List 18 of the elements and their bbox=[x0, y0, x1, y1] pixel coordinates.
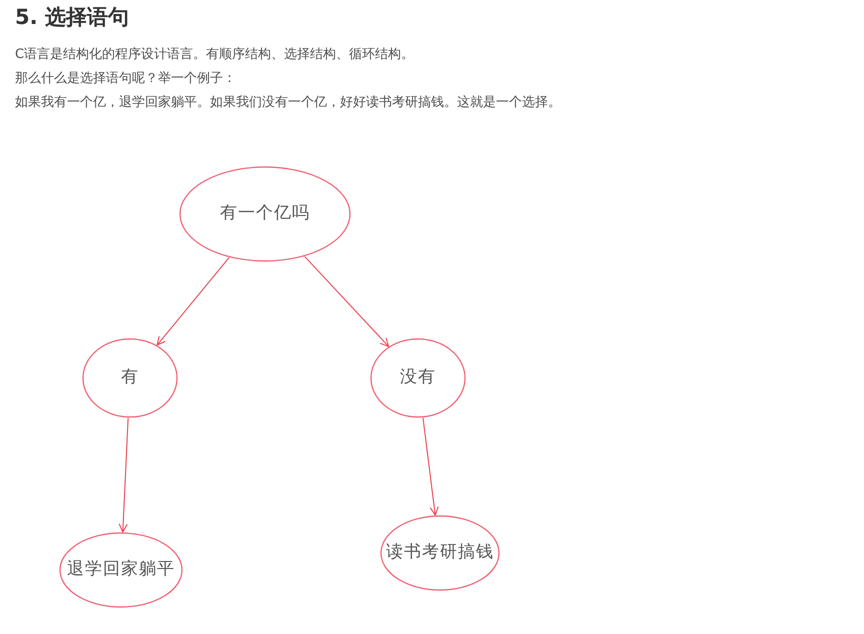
arrow bbox=[156, 257, 230, 346]
node-label: 读书考研搞钱 bbox=[386, 541, 494, 564]
node-label: 退学回家躺平 bbox=[67, 558, 175, 582]
node-label: 没有 bbox=[400, 366, 436, 390]
ellipse-node bbox=[59, 532, 183, 608]
ellipse-node bbox=[82, 338, 178, 418]
ellipse-node bbox=[370, 338, 466, 418]
arrow bbox=[118, 417, 129, 533]
paragraph: 如果我有一个亿，退学回家躺平。如果我们没有一个亿，好好读书考研搞钱。这就是一个选择。 bbox=[15, 94, 561, 112]
ellipse-node bbox=[380, 515, 500, 591]
node-label: 有 bbox=[121, 366, 139, 390]
arrow bbox=[422, 417, 439, 516]
paragraph: 那么什么是选择语句呢？举一个例子： bbox=[15, 70, 237, 88]
arrow bbox=[304, 256, 390, 347]
node-label: 有一个亿吗 bbox=[220, 202, 310, 226]
paragraph: C语言是结构化的程序设计语言。有顺序结构、选择结构、循环结构。 bbox=[15, 46, 416, 64]
heading: 5. 选择语句 bbox=[15, 4, 129, 31]
ellipse-node bbox=[179, 166, 351, 262]
